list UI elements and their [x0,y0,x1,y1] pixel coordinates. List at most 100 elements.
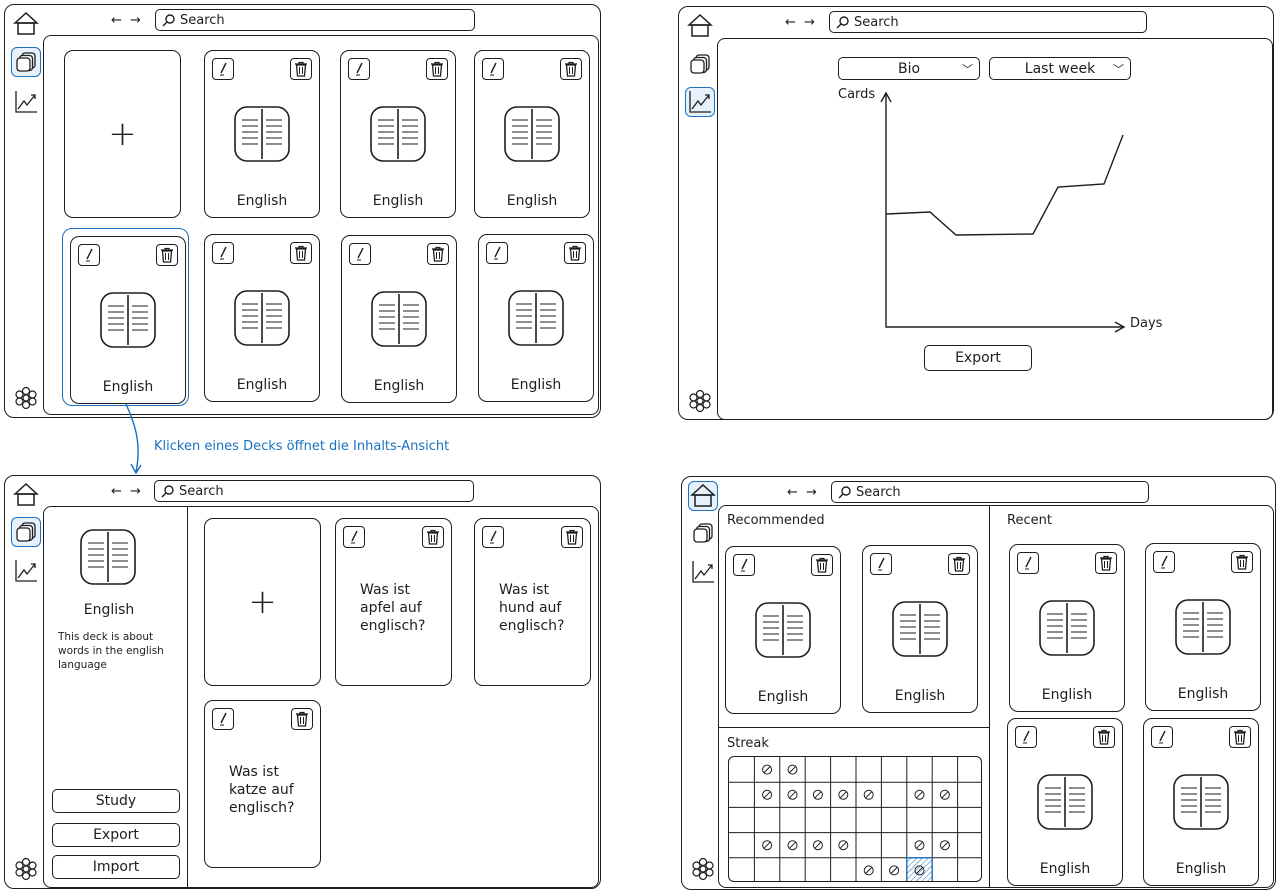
edit-icon[interactable] [1151,726,1173,748]
deck-card[interactable]: English [70,236,186,404]
trash-icon[interactable] [1095,552,1117,574]
search-placeholder: Search [856,484,901,500]
import-button[interactable]: Import [52,855,180,879]
decks-icon[interactable] [688,518,718,548]
search-input[interactable]: Search [829,11,1147,33]
add-deck-card[interactable]: + [64,50,181,218]
deck-description: This deck is about words in the english … [58,631,164,671]
home-icon[interactable] [11,480,41,510]
deck-card[interactable]: English [204,234,320,402]
deck-card[interactable]: English [1143,718,1259,886]
trash-icon[interactable] [561,526,583,548]
search-input[interactable]: Search [154,480,474,502]
trash-icon[interactable] [811,554,833,576]
deck-title: English [102,379,154,395]
book-icon [1039,600,1095,660]
flashcard[interactable]: Was ist hund auf englisch? [474,518,591,686]
export-button[interactable]: Export [924,345,1032,371]
edit-icon[interactable] [212,708,234,730]
search-input[interactable]: Search [155,9,475,31]
recent-title: Recent [1007,513,1052,528]
subject-value: Bio [897,60,921,77]
edit-icon[interactable] [78,244,100,266]
subject-select[interactable]: Bio ﹀ [838,57,980,80]
deck-card[interactable]: English [1009,544,1125,712]
deck-card[interactable]: English [340,50,456,218]
period-select[interactable]: Last week ﹀ [989,57,1131,80]
edit-icon[interactable] [1153,551,1175,573]
card-question: Was ist apfel auf englisch? [360,582,426,634]
deck-card[interactable]: English [204,50,320,218]
stats-icon[interactable] [685,87,715,117]
settings-icon[interactable] [11,383,41,413]
settings-icon[interactable] [11,854,41,884]
streak-grid [728,756,982,882]
stats-icon[interactable] [11,556,41,586]
stats-icon[interactable] [688,557,718,587]
deck-card[interactable]: English [1145,543,1261,711]
edit-icon[interactable] [482,526,504,548]
home-screen: ← → Search Recommended English English S… [681,476,1276,890]
decks-icon[interactable] [11,517,41,547]
trash-icon[interactable] [426,58,448,80]
trash-icon[interactable] [290,58,312,80]
trash-icon[interactable] [422,526,444,548]
chart-series-line [885,134,1124,236]
deck-card[interactable]: English [862,545,978,713]
card-question: Was ist katze auf englisch? [229,764,295,816]
trash-icon[interactable] [564,242,586,264]
trash-icon[interactable] [1229,726,1251,748]
edit-icon[interactable] [212,58,234,80]
nav-arrows[interactable]: ← → [787,485,819,500]
chevron-down-icon: ﹀ [1113,63,1124,76]
settings-icon[interactable] [685,386,715,416]
home-icon[interactable] [685,11,715,41]
edit-icon[interactable] [212,242,234,264]
chart-axes [885,93,1124,328]
search-input[interactable]: Search [831,481,1149,503]
edit-icon[interactable] [348,58,370,80]
add-card[interactable]: + [204,518,321,686]
search-placeholder: Search [180,12,225,28]
deck-card[interactable]: English [725,546,841,714]
decks-icon[interactable] [685,49,715,79]
nav-arrows[interactable]: ← → [111,13,143,28]
flashcard[interactable]: Was ist katze auf englisch? [204,700,321,868]
trash-icon[interactable] [427,243,449,265]
settings-icon[interactable] [688,854,718,884]
nav-arrows[interactable]: ← → [111,484,143,499]
edit-icon[interactable] [870,553,892,575]
edit-icon[interactable] [343,526,365,548]
edit-icon[interactable] [486,242,508,264]
trash-icon[interactable] [156,244,178,266]
home-icon[interactable] [688,481,718,511]
nav-arrows[interactable]: ← → [785,15,817,30]
trash-icon[interactable] [291,708,313,730]
streak-day-mark [762,840,773,851]
deck-card[interactable]: English [341,235,457,403]
edit-icon[interactable] [1015,726,1037,748]
streak-day-mark [939,840,950,851]
deck-card[interactable]: English [474,50,590,218]
edit-icon[interactable] [482,58,504,80]
trash-icon[interactable] [948,553,970,575]
edit-icon[interactable] [349,243,371,265]
trash-icon[interactable] [1093,726,1115,748]
export-button[interactable]: Export [52,823,180,847]
deck-card[interactable]: English [1007,718,1123,886]
trash-icon[interactable] [290,242,312,264]
streak-day-mark [787,764,798,775]
decks-icon[interactable] [11,47,41,77]
book-icon [755,602,811,662]
edit-icon[interactable] [1017,552,1039,574]
streak-day-mark [838,789,849,800]
flashcard[interactable]: Was ist apfel auf englisch? [335,518,452,686]
deck-card[interactable]: English [478,234,594,402]
trash-icon[interactable] [560,58,582,80]
stats-icon[interactable] [11,87,41,117]
streak-day-mark [762,764,773,775]
study-button[interactable]: Study [52,789,180,813]
trash-icon[interactable] [1231,551,1253,573]
edit-icon[interactable] [733,554,755,576]
home-icon[interactable] [11,9,41,39]
